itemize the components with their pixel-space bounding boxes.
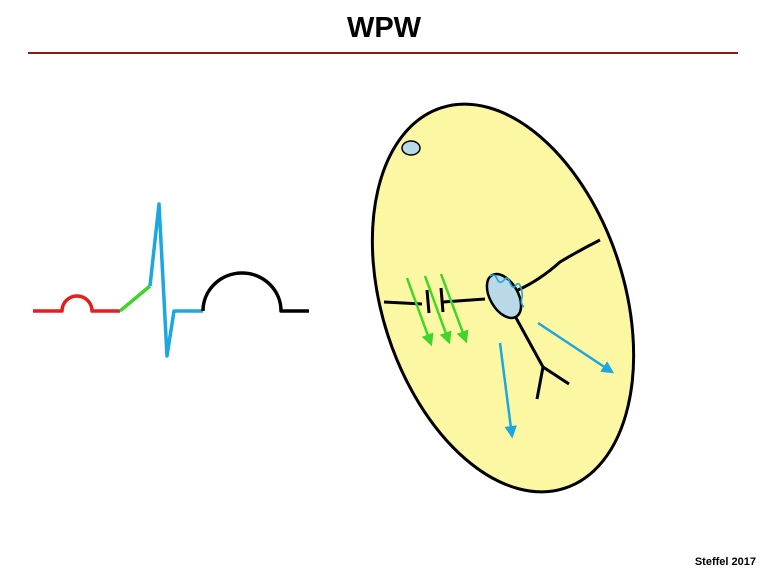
accessory-pathway-arrows xyxy=(405,273,469,347)
accessory-pathway-gap-right xyxy=(439,287,445,313)
credit-text: Steffel 2017 xyxy=(694,556,756,568)
delta-wave xyxy=(118,284,152,313)
septum xyxy=(517,238,601,292)
title-divider xyxy=(28,52,738,54)
slide-title: WPW xyxy=(346,12,422,44)
av-node-conduction xyxy=(489,274,525,308)
accessory-arrow xyxy=(405,277,434,347)
ecg-trace xyxy=(33,202,309,358)
conduction-arrow xyxy=(537,321,615,374)
sinus-node xyxy=(401,140,421,156)
accessory-arrow xyxy=(439,273,469,344)
his-bundle-stem xyxy=(513,315,545,368)
conduction-arrow xyxy=(498,342,517,439)
heart-schematic xyxy=(370,102,636,494)
p-wave xyxy=(33,294,120,313)
t-wave xyxy=(201,271,309,313)
accessory-arrow xyxy=(423,275,452,345)
qrs-complex xyxy=(148,202,203,358)
left-bundle-branch xyxy=(542,365,570,386)
his-bundle xyxy=(513,315,570,400)
normal-conduction-arrows xyxy=(498,321,615,439)
accessory-pathway-gap-left xyxy=(425,289,431,314)
right-bundle-branch xyxy=(535,366,545,400)
